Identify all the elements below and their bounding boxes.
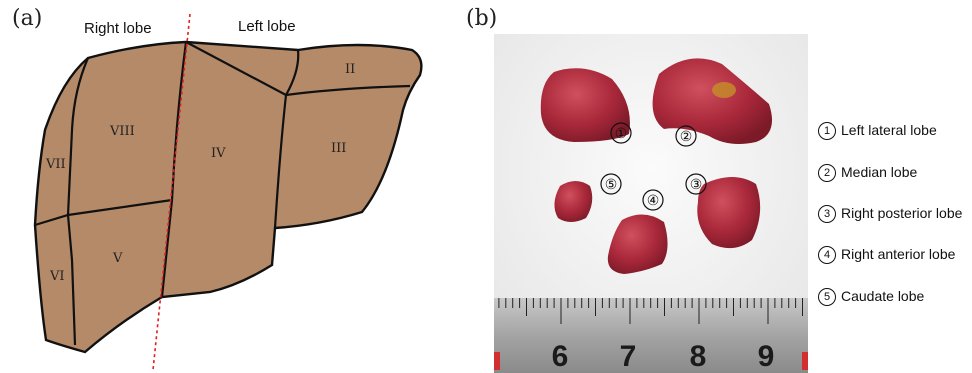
legend-number-1: 1 <box>818 122 836 140</box>
segment-iii-label: III <box>331 141 346 156</box>
legend-text-2: Median lobe <box>841 164 917 180</box>
segment-iv-label: IV <box>211 146 226 161</box>
marker-1: ① <box>615 125 628 141</box>
legend-item-5: 5 Caudate lobe <box>818 288 924 306</box>
segment-vii-label: VII <box>45 157 66 172</box>
ruler-number-6: 6 <box>552 340 569 373</box>
legend-text-4: Right anterior lobe <box>841 246 955 262</box>
legend-item-4: 4 Right anterior lobe <box>818 246 955 264</box>
segment-viii-label: VIII <box>109 124 135 139</box>
panel-b-label: (b) <box>466 6 497 31</box>
ruler: 6 7 8 9 <box>494 298 808 373</box>
marker-4: ④ <box>647 192 660 208</box>
liver-diagram: II III IV V VI VII VIII <box>0 0 480 373</box>
legend-number-4: 4 <box>818 246 836 264</box>
ruler-number-9: 9 <box>758 340 775 373</box>
lobe-photo: ① ② ③ ④ ⑤ 6 7 8 9 <box>494 34 808 373</box>
legend-text-3: Right posterior lobe <box>841 205 962 221</box>
segment-ii-label: II <box>345 62 355 77</box>
marker-2: ② <box>680 128 693 144</box>
segment-v-label: V <box>112 251 123 266</box>
caudate-lobe-tissue <box>554 181 592 222</box>
legend-item-1: 1 Left lateral lobe <box>818 122 937 140</box>
ruler-number-7: 7 <box>620 340 637 373</box>
legend-text-1: Left lateral lobe <box>841 122 937 138</box>
legend-text-5: Caudate lobe <box>841 288 924 304</box>
ruler-number-8: 8 <box>690 340 707 373</box>
legend-item-3: 3 Right posterior lobe <box>818 205 962 223</box>
legend-item-2: 2 Median lobe <box>818 164 917 182</box>
legend-number-5: 5 <box>818 288 836 306</box>
marker-5: ⑤ <box>605 176 618 192</box>
marker-3: ③ <box>690 176 703 192</box>
right-posterior-lobe-tissue <box>697 177 760 248</box>
segment-vi-label: VI <box>49 269 65 284</box>
legend-number-2: 2 <box>818 164 836 182</box>
legend-number-3: 3 <box>818 205 836 223</box>
